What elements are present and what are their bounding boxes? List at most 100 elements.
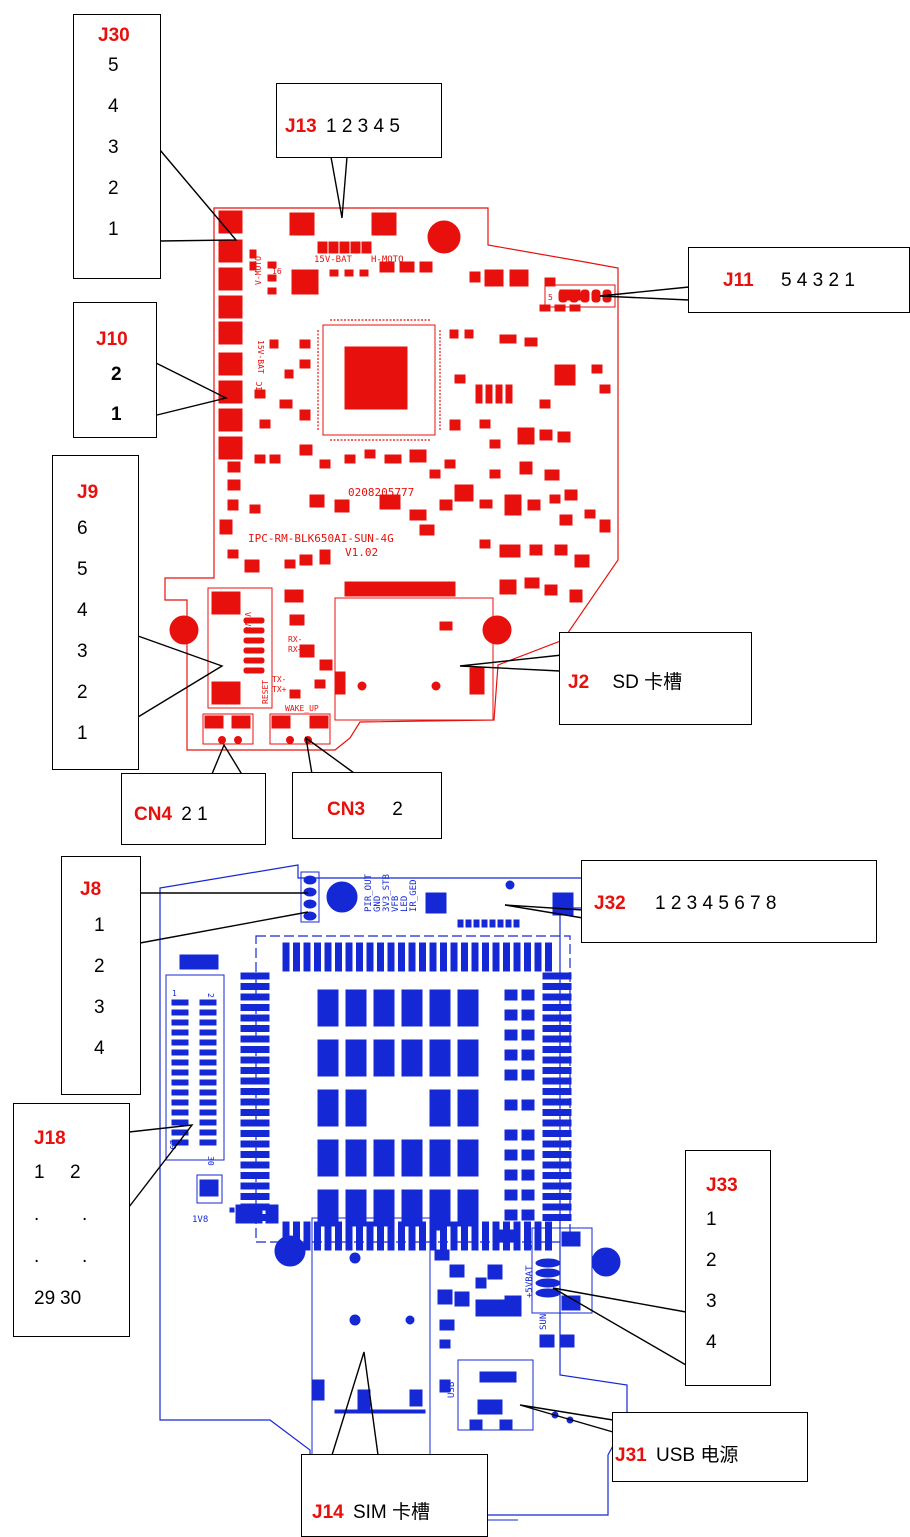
top-board-outline [164, 207, 619, 751]
j32-tag: J32 [594, 893, 626, 914]
bottom-board: PIR_OUT GND 3V3_STB VFB LED IR_GED 1V8 U… [159, 864, 628, 1521]
j30-pin: 4 [108, 96, 119, 117]
module-pad [461, 1221, 468, 1251]
j30-pin: 1 [108, 219, 119, 240]
j31-desc: USB 电源 [655, 1445, 739, 1466]
cn4-tag: CN4 [134, 804, 173, 825]
silk-mic: MIC [255, 381, 264, 396]
silk-led: LED [400, 896, 410, 912]
module-pad [408, 1221, 416, 1251]
module-pad [314, 942, 321, 972]
module-pad [171, 1129, 189, 1136]
module-pad [240, 1004, 270, 1011]
module-pad [240, 1130, 270, 1137]
module-pad [282, 942, 290, 972]
module-pad [199, 1039, 217, 1046]
module-pad [240, 1193, 270, 1200]
silk-j18-pin30: 30 [206, 1156, 215, 1166]
module-pad [482, 1221, 489, 1251]
j9-tag: J9 [77, 482, 99, 503]
callout-j9: J9 6 5 4 3 2 1 [52, 455, 139, 770]
module-pad [240, 983, 270, 990]
j9-pin: 1 [77, 723, 88, 744]
silk-j18-pin1: 1 [172, 989, 177, 998]
silk-tx-minus: TX- [272, 675, 286, 684]
sd-slot [334, 597, 494, 721]
callout-j10: J10 2 1 [73, 302, 157, 438]
silk-v1v8: V1V8 [243, 612, 252, 631]
module-pad [240, 1140, 270, 1148]
module-pad [387, 942, 395, 972]
j30-tag: J30 [98, 25, 130, 46]
module-pad [171, 1049, 189, 1056]
module-pad [199, 1119, 217, 1126]
module-pad [199, 1139, 217, 1146]
module-pad [366, 942, 374, 972]
j18-pin: 1 [34, 1162, 45, 1183]
silk-vfb: VFB [391, 896, 401, 912]
j9-pin: 3 [77, 641, 88, 662]
callout-j33: J33 1 2 3 4 [685, 1150, 771, 1386]
callout-j32: J32 1 2 3 4 5 6 7 8 [581, 860, 877, 943]
silk-g: G [525, 1245, 535, 1250]
j8-tag: J8 [80, 879, 102, 900]
module-pad [171, 1029, 189, 1036]
cn3-connector [269, 713, 331, 745]
silk-usb: USB [447, 1382, 457, 1398]
module-pad [542, 983, 572, 990]
j18-pin: 29 [34, 1288, 56, 1309]
j9-pin: 4 [77, 600, 88, 621]
j33-pin: 3 [706, 1291, 717, 1312]
module-pad [240, 972, 270, 980]
callout-j18: J18 1 2 . . . . 29 30 [13, 1103, 130, 1337]
silk-version: V1.02 [345, 546, 378, 559]
module-pad [429, 942, 437, 972]
cn3-pins: 2 [392, 799, 403, 820]
j14-desc: SIM 卡槽 [352, 1502, 431, 1523]
module-pad [240, 1067, 270, 1074]
silk-ir-ged: IR_GED [409, 879, 419, 912]
module-pad [171, 999, 189, 1006]
silk-tx-plus: TX+ [272, 685, 287, 694]
module-pad [398, 942, 405, 972]
module-pad [542, 1056, 572, 1064]
module-pad [171, 1099, 189, 1106]
module-pad [408, 942, 416, 972]
j18-row: . . [34, 1204, 129, 1246]
module-pad [542, 1161, 572, 1169]
module-pad [356, 942, 363, 972]
j18-row: 1 2 [34, 1162, 129, 1204]
module-pad [377, 1221, 384, 1251]
module-pad [542, 1046, 572, 1053]
module-pad [542, 1214, 572, 1221]
j13-pins: 1 2 3 4 5 [325, 116, 400, 137]
module-pad [471, 1221, 479, 1251]
module-pad [240, 1025, 270, 1032]
module-pad [461, 942, 468, 972]
module-pad [542, 1182, 572, 1190]
module-pad [542, 1035, 572, 1043]
module-ground-pads [317, 989, 535, 1227]
module-pad [199, 1059, 217, 1066]
silk-wake-up: WAKE_UP [285, 704, 319, 713]
module-pad [419, 942, 426, 972]
module-pad [542, 1140, 572, 1148]
j18-pin: 30 [60, 1288, 82, 1309]
j18-pin: . [34, 1204, 40, 1225]
callout-j13: J13 1 2 3 4 5 [276, 83, 442, 158]
callout-j31: J31 USB 电源 [612, 1412, 808, 1482]
j18-tag: J18 [34, 1128, 66, 1149]
module-pad [199, 1129, 217, 1136]
callout-pointers [128, 149, 690, 1456]
callout-j8: J8 1 2 3 4 [61, 856, 141, 1095]
module-pad [335, 1221, 342, 1251]
mount-hole-bottom-left [274, 1235, 306, 1267]
module-pad [240, 1098, 270, 1106]
module-pad [335, 942, 342, 972]
callout-j2: J2 SD 卡槽 [559, 632, 752, 725]
module-pad [171, 1119, 189, 1126]
module-pad [542, 1130, 572, 1137]
module-pad [171, 1059, 189, 1066]
module-pad [513, 942, 521, 972]
module-pad [171, 1069, 189, 1076]
